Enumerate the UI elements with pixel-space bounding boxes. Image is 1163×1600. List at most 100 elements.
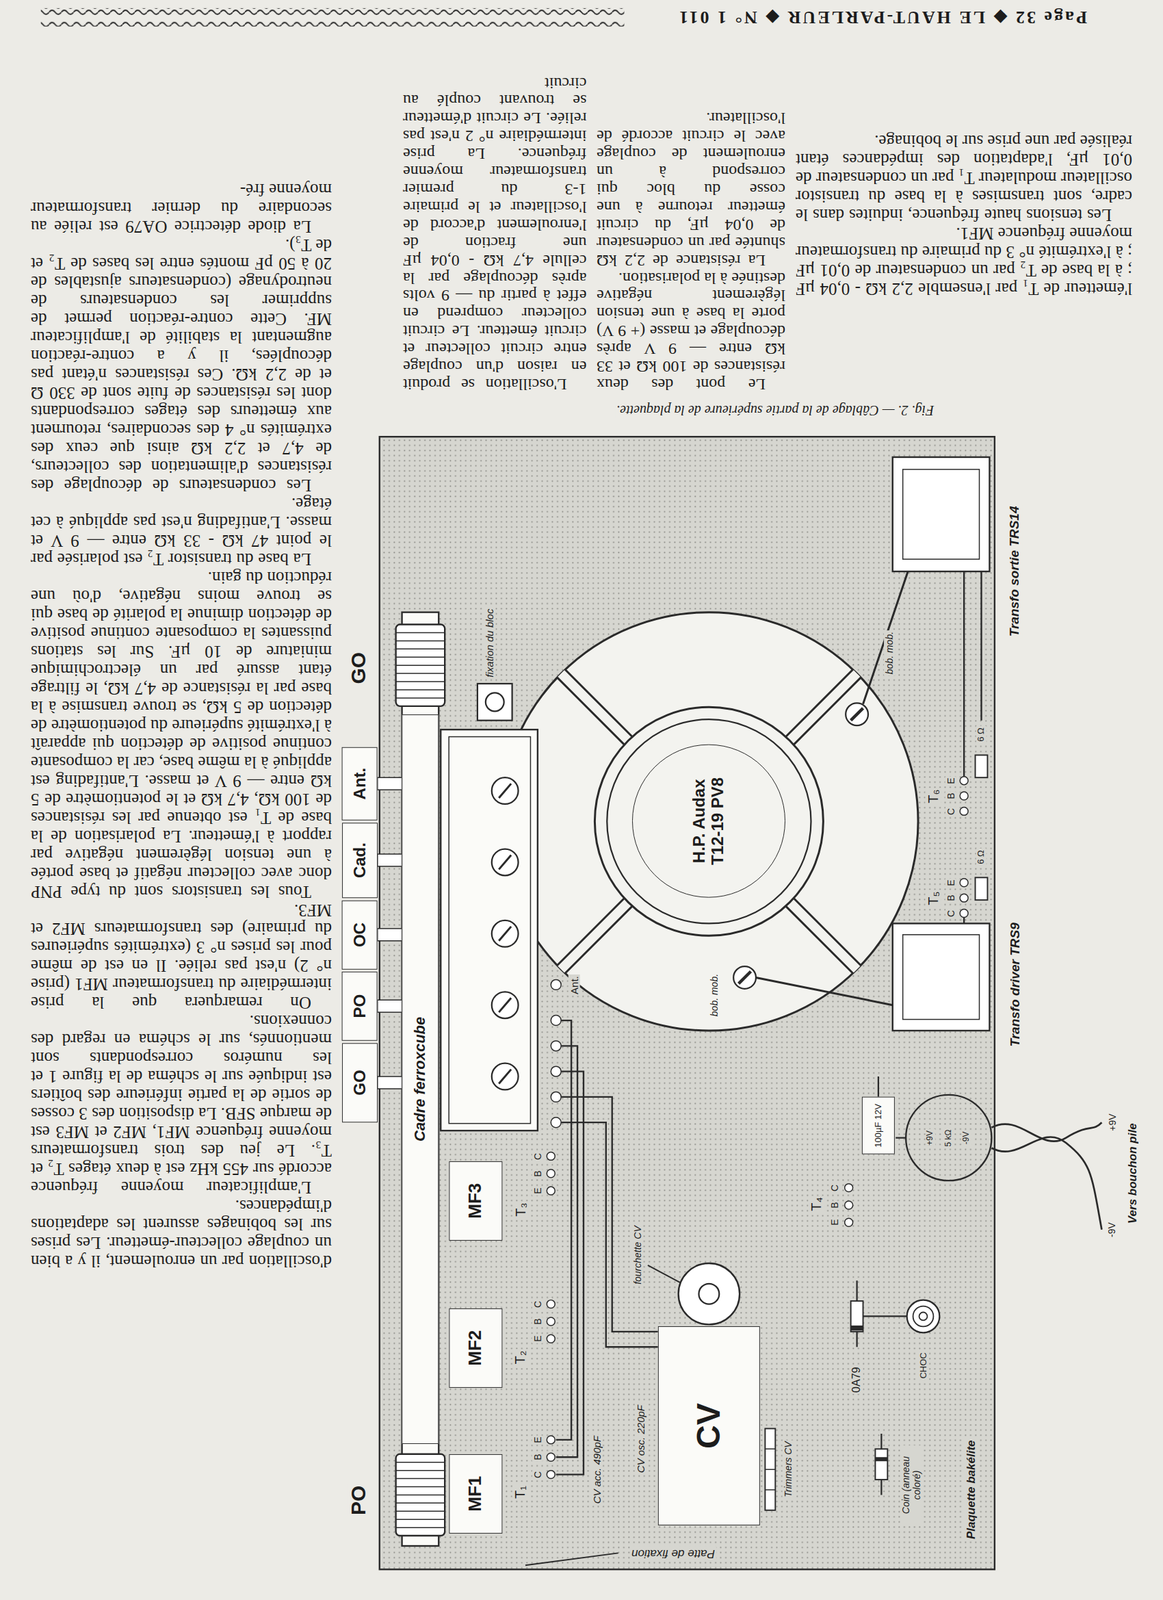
transistor-pin: [959, 776, 969, 785]
node-text: CV: [690, 1403, 728, 1449]
speaker-ring: [594, 706, 823, 936]
cv-shaft-hub: [698, 1283, 720, 1304]
part-label: bob. mob.: [883, 630, 895, 676]
node-text: GO: [350, 1069, 369, 1096]
ferrite-rod: [402, 612, 440, 1546]
output-transformer: [892, 456, 990, 572]
part-label: bob. mob.: [708, 972, 720, 1018]
po-coil: [396, 1453, 446, 1536]
solder-lug: [550, 1040, 561, 1051]
figure-caption: Fig. 2. — Câblage de la partie supérieur…: [615, 402, 936, 418]
transistor-label: T₁: [512, 1483, 529, 1500]
text-column: l'émetteur de T₁ par l'ensemble 2,2 kΩ -…: [795, 30, 1133, 299]
node-text: H.P. Audax T12-19 PV8: [690, 766, 728, 877]
trimmer-slots: [498, 783, 512, 1083]
transistor-pin: [546, 1316, 555, 1326]
body-text: Tous les transistors sont du type PNP do…: [30, 568, 332, 901]
cv-trimmer: [764, 1428, 776, 1510]
solder-lug: [550, 1117, 561, 1128]
fixing-hole: [485, 692, 505, 711]
body-text: La diode détectrice OA79 est reliée au s…: [30, 180, 332, 237]
lead-label: +9V: [1106, 1112, 1118, 1133]
if-transformer: MF3: [448, 1160, 503, 1241]
transistor-label: T₃: [512, 1200, 529, 1218]
key-tab: [377, 928, 403, 941]
solder-lug: [550, 1065, 561, 1077]
node-text: MF1: [465, 1475, 486, 1512]
lead-label: Vers bouchon pile: [1125, 1121, 1140, 1225]
bakelite-board: [379, 436, 995, 1569]
transistor-pin: [844, 1200, 854, 1209]
transformer-core: [903, 469, 980, 559]
pin-label: E: [532, 1434, 544, 1444]
node-text: Cadre ferroxcube: [411, 1016, 429, 1142]
pin-label: C: [945, 806, 957, 817]
board-label: Patte de fixation: [630, 1546, 717, 1560]
if-transformer: MF1: [448, 1453, 503, 1534]
pin-label: B: [532, 1168, 544, 1178]
node-text: Cad.: [350, 842, 369, 878]
diode-band: [851, 1325, 864, 1330]
speaker-rim: [500, 612, 919, 1031]
solder-lug: [550, 1091, 561, 1102]
transformer-label: Transfo sortie TRS14: [1007, 504, 1023, 639]
part-label: Coin (anneau coloré): [900, 1444, 923, 1525]
body-text: l'émetteur de T₁ par l'ensemble 2,2 kΩ -…: [795, 223, 1133, 298]
body-text: L'amplificateur moyenne fréquence accord…: [30, 1011, 332, 1197]
transistor-label: T₂: [512, 1348, 529, 1365]
leader-line: [647, 1264, 681, 1283]
body-text: L'oscillation se produit en raison d'un …: [402, 73, 587, 393]
choke-coil: [907, 1299, 940, 1333]
pin-label: C: [532, 1151, 544, 1161]
transistor-pin: [959, 806, 969, 815]
diode-leads: [857, 1279, 908, 1347]
band-label: GO: [346, 650, 371, 686]
node-text: Ant.: [350, 767, 369, 800]
part-label: CV osc. 220pF: [634, 1403, 647, 1474]
potentiometer: [905, 1094, 992, 1181]
pin-label: B: [532, 1316, 544, 1326]
band-key: GO: [342, 1042, 378, 1122]
transformer-label: Transfo driver TRS9: [1007, 920, 1023, 1048]
transistor-pin: [959, 878, 969, 887]
wires: [556, 1020, 659, 1475]
transistor-pin: [546, 1186, 555, 1195]
transistor-pin: [546, 1299, 555, 1309]
part-label: fixation du bloc: [483, 607, 496, 679]
speaker-spokes-fill: [560, 673, 857, 969]
voice-coil-terminal: [733, 965, 756, 989]
text-column: L'oscillation se produit en raison d'un …: [402, 30, 587, 393]
if-transformer: MF2: [448, 1308, 503, 1388]
resistor-label: 6 Ω: [976, 848, 987, 866]
transistor-pin: [844, 1183, 854, 1192]
body-text: Les tensions haute fréquence, induites d…: [795, 131, 1133, 224]
text-column: d'oscillation par un enroulement, il y a…: [30, 30, 332, 1271]
solder-lug: [550, 1015, 561, 1026]
magnet-ring: [606, 719, 811, 923]
transformer-core: [903, 934, 980, 1020]
body-text: Les condensateurs de découplage des rési…: [30, 236, 332, 495]
body-text: On remarquera que la prise intermédiaire…: [30, 900, 332, 1012]
electrolytic-capacitor: 100µF 12V: [861, 1096, 895, 1155]
diode-body: [851, 1300, 864, 1332]
body-text: La base du transistor T₂ est polarisée p…: [30, 494, 332, 569]
resistor-body: [975, 877, 988, 900]
key-tab: [377, 999, 403, 1012]
terminal-label: Ant.: [568, 974, 581, 996]
solder-lug: [550, 978, 561, 990]
transistor-pin: [546, 1435, 555, 1444]
part-label: 0A79: [851, 1365, 864, 1394]
node-text: 100µF 12V: [873, 1103, 884, 1148]
node-text: OC: [350, 922, 369, 947]
transistor-label: T₆: [925, 787, 942, 804]
pin-label: E: [532, 1334, 544, 1343]
choke-winding: [913, 1305, 934, 1327]
colour-ring: [874, 1456, 888, 1461]
pin-label: E: [945, 877, 957, 887]
text-column: Le pont des deux résistances de 100 kΩ e…: [596, 30, 786, 393]
pin-label: C: [532, 1299, 544, 1309]
node-text: MF3: [465, 1182, 486, 1219]
output-wires: [963, 571, 982, 923]
board-label: Plaquette bakélite: [964, 1438, 979, 1541]
